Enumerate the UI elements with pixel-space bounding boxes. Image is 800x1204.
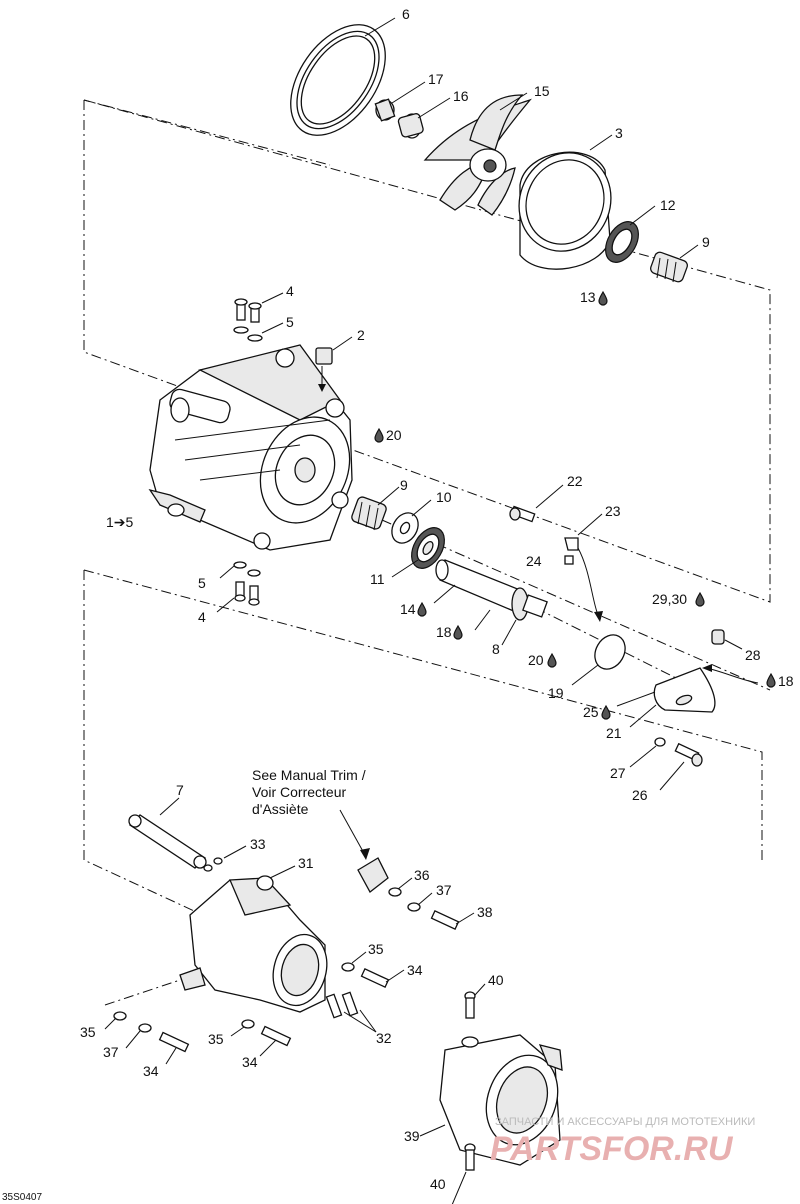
part-label-8: 8 (492, 641, 500, 657)
watermark-top-text: ЗАПЧАСТИ И АКСЕССУАРЫ ДЛЯ МОТОТЕХНИКИ (495, 1116, 755, 1128)
clip-parts (203, 857, 223, 872)
part-label-40-bottom: 40 (430, 1176, 446, 1192)
part-label-6: 6 (402, 6, 410, 22)
part-label-31: 31 (298, 855, 314, 871)
part-label-18-cap: 18 (778, 673, 794, 689)
part-label-11: 11 (370, 571, 385, 587)
part-label-34-right: 34 (407, 962, 423, 978)
venturi-pins (325, 991, 359, 1019)
lubricant-drop-icon (547, 652, 557, 668)
part-label-4-top: 4 (286, 283, 294, 299)
part-label-20-housing: 20 (386, 427, 402, 443)
part-label-12: 12 (660, 197, 676, 213)
part-label-35-right: 35 (368, 941, 384, 957)
part-label-20-oring: 20 (528, 652, 544, 668)
part-label-17: 17 (428, 71, 444, 87)
wear-ring-part (290, 24, 386, 136)
part-label-25: 25 (583, 704, 599, 720)
lubricant-drop-icon (601, 704, 611, 720)
part-label-34-center: 34 (242, 1054, 258, 1070)
bottom-screws-washers (233, 561, 261, 606)
pump-liner-part (518, 151, 612, 270)
part-label-22: 22 (567, 473, 583, 489)
watermark: ЗАПЧАСТИ И АКСЕССУАРЫ ДЛЯ МОТОТЕХНИКИ PA… (490, 1116, 755, 1168)
steering-rod-part (128, 814, 207, 869)
part-label-9-middle: 9 (400, 477, 408, 493)
part-label-15: 15 (534, 83, 550, 99)
trim-note-line-1: See Manual Trim / (252, 767, 366, 783)
vent-fitting-parts (509, 505, 603, 622)
part-label-19: 19 (548, 685, 564, 701)
needle-bearing-middle-part (351, 496, 387, 531)
nozzle-part (439, 1034, 563, 1166)
part-label-35-left: 35 (80, 1024, 96, 1040)
part-labels: 6 17 16 15 3 12 9 13 4 5 2 20 1➔5 9 10 1… (2, 6, 794, 1203)
needle-bearing-top-part (650, 251, 688, 283)
cap-plug-part (711, 629, 725, 645)
cap-screw-washer (654, 737, 703, 767)
part-label-37-trim: 37 (436, 882, 452, 898)
part-label-1-to-5: 1➔5 (106, 514, 134, 530)
part-label-37-left: 37 (103, 1044, 119, 1060)
impeller-shaft-part (435, 559, 548, 621)
part-label-33: 33 (250, 836, 266, 852)
part-label-21: 21 (606, 725, 622, 741)
pump-housing-part (148, 344, 353, 551)
venturi-screws-washers (113, 962, 390, 1053)
trim-note-line-2: Voir Correcteur (252, 784, 346, 800)
seal-part (605, 221, 639, 263)
part-label-14: 14 (400, 601, 416, 617)
lubricant-drop-icon (766, 672, 776, 688)
figure-code: 35S0407 (2, 1192, 42, 1203)
lubricant-drop-icon (598, 290, 608, 306)
thrust-washer-part (391, 512, 419, 544)
lubricant-drop-icon (453, 624, 463, 640)
part-label-4-bottom: 4 (198, 609, 206, 625)
ball-bearing-part (411, 527, 445, 569)
label-leaders (104, 17, 759, 1204)
lubricant-drop-icon (374, 427, 384, 443)
part-label-5-top: 5 (286, 314, 294, 330)
part-label-13: 13 (580, 289, 596, 305)
pump-cap-part (653, 667, 716, 713)
part-label-29-30: 29,30 (652, 591, 687, 607)
part-label-35-center: 35 (208, 1031, 224, 1047)
top-screws-washers (233, 298, 263, 342)
o-ring-part (594, 634, 626, 670)
part-label-26: 26 (632, 787, 648, 803)
part-label-40-top: 40 (488, 972, 504, 988)
part-label-24: 24 (526, 553, 542, 569)
part-label-23: 23 (605, 503, 621, 519)
part-label-9-top: 9 (702, 234, 710, 250)
lubricant-drop-icon (417, 601, 427, 617)
part-label-7: 7 (176, 782, 184, 798)
part-label-10: 10 (436, 489, 452, 505)
part-label-18-shaft: 18 (436, 624, 452, 640)
lubricant-drop-icon (695, 591, 705, 607)
part-label-34-left: 34 (143, 1063, 159, 1079)
impeller-part (423, 94, 532, 216)
collar-parts (374, 98, 424, 139)
part-label-3: 3 (615, 125, 623, 141)
part-label-36: 36 (414, 867, 430, 883)
watermark-brand: PARTSFOR.RU (490, 1130, 734, 1168)
venturi-part (179, 875, 328, 1013)
plug-part (315, 347, 333, 392)
part-label-39: 39 (404, 1128, 420, 1144)
part-label-5-bottom: 5 (198, 575, 206, 591)
part-label-27: 27 (610, 765, 626, 781)
nozzle-screws (464, 991, 476, 1171)
part-label-28: 28 (745, 647, 761, 663)
trim-note-line-3: d'Assiète (252, 801, 309, 817)
part-label-32: 32 (376, 1030, 392, 1046)
part-label-38: 38 (477, 904, 493, 920)
part-label-2: 2 (357, 327, 365, 343)
part-label-16: 16 (453, 88, 469, 104)
trim-bracket-parts (357, 857, 460, 930)
